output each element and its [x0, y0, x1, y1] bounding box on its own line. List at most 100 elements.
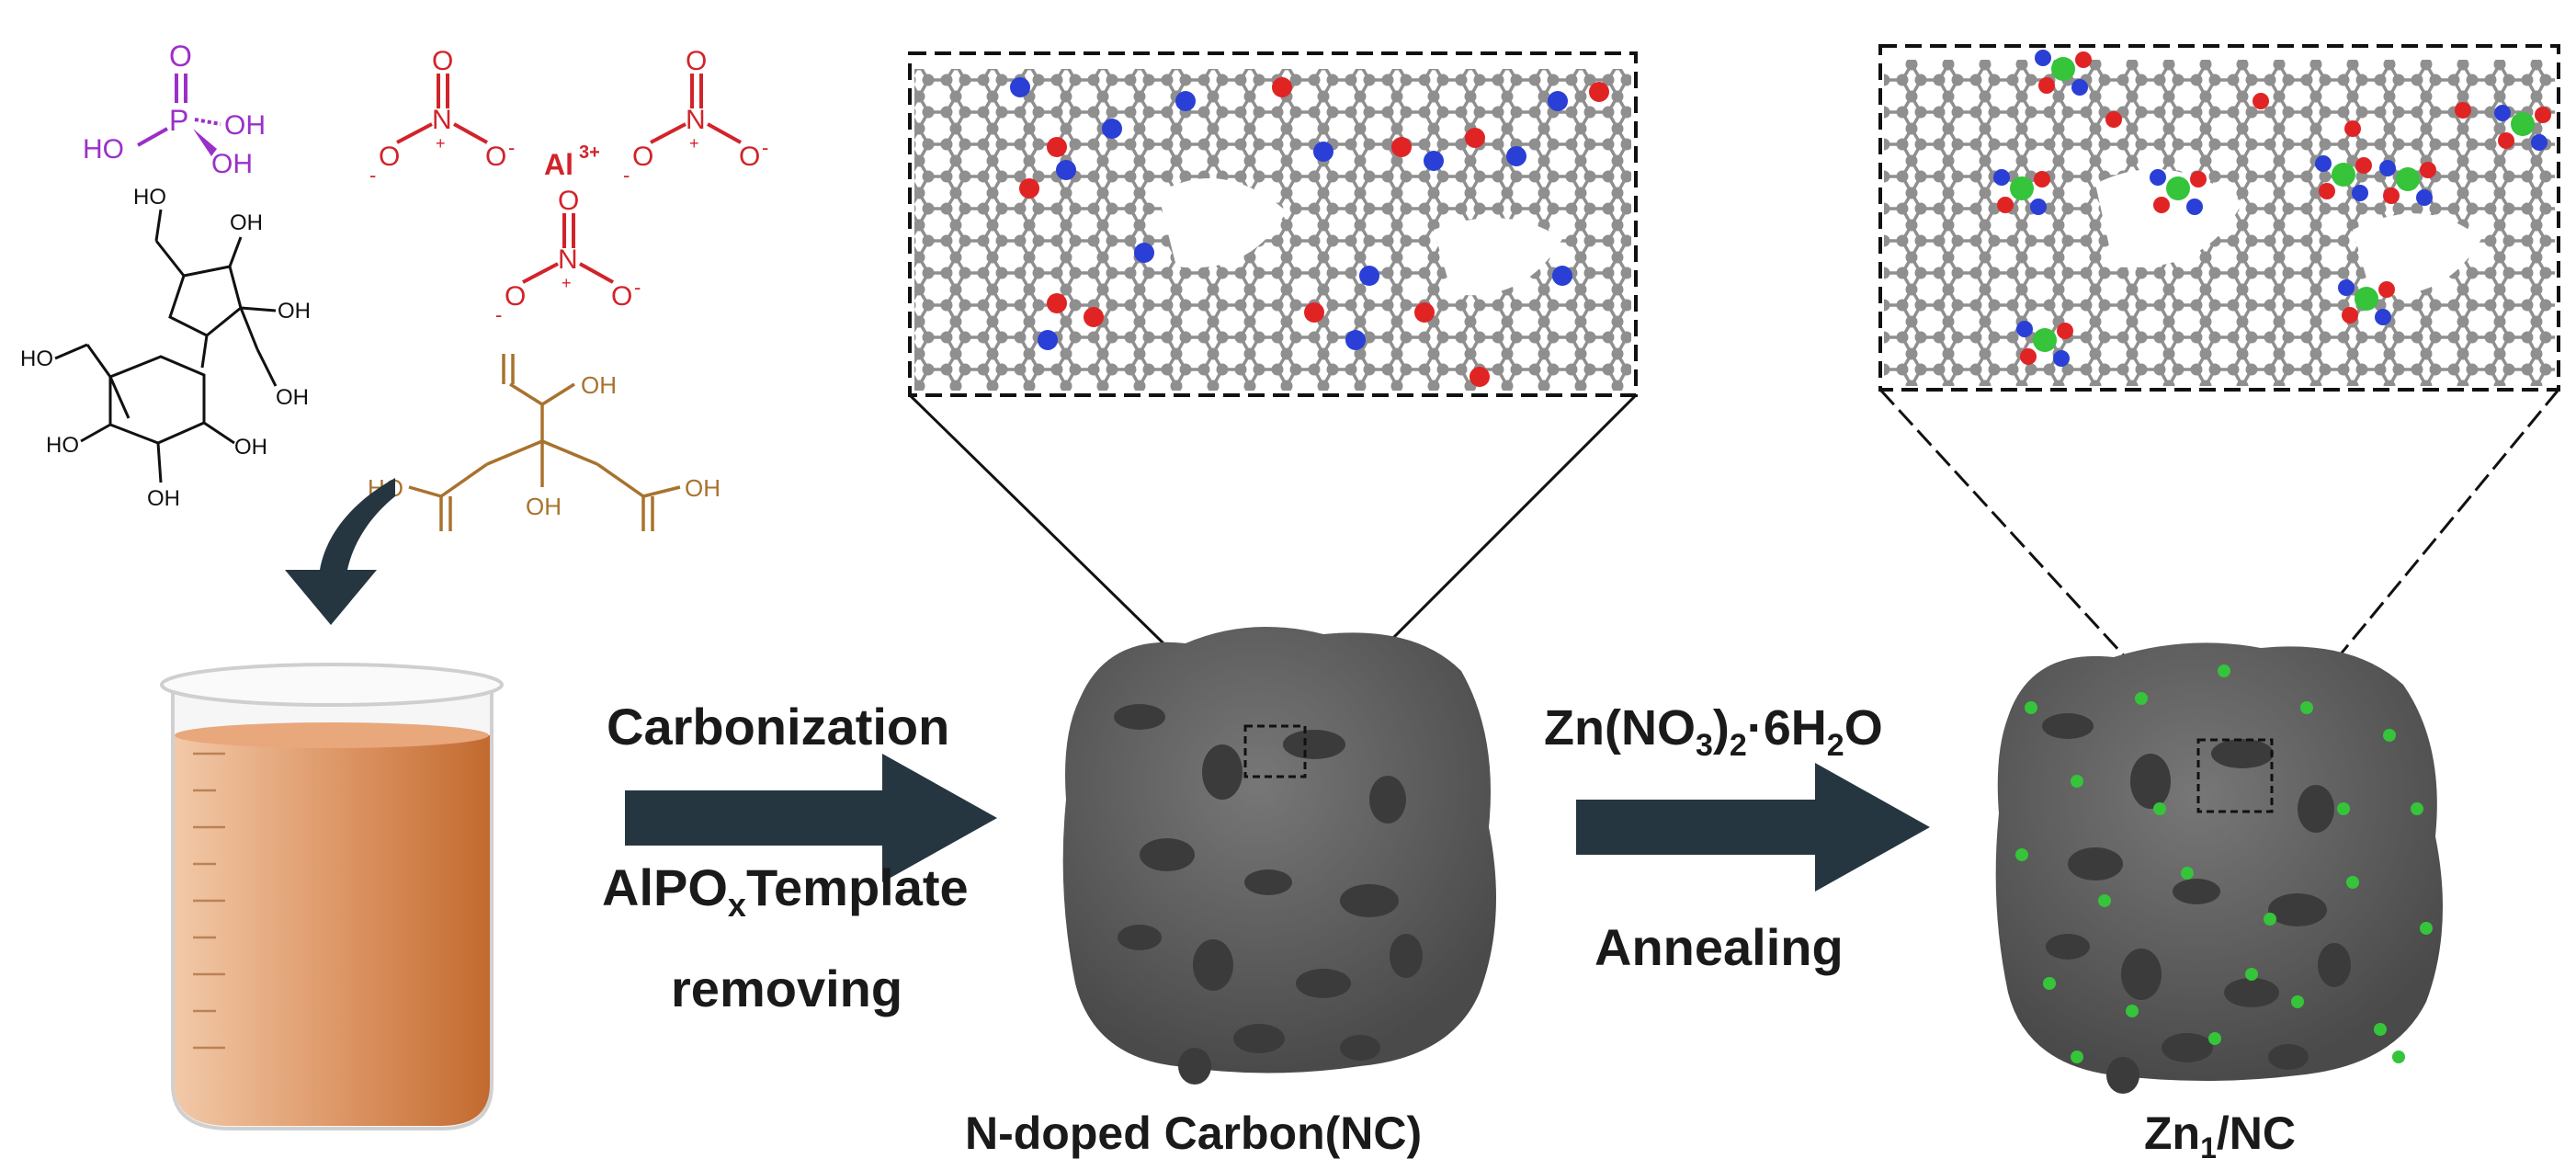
oxygen-atom [2383, 187, 2400, 204]
zn-zoom-inset [1878, 44, 2560, 742]
oxygen-atom [2355, 157, 2372, 174]
nitrogen-atom [1506, 146, 1526, 166]
step1-line3: removing [671, 960, 902, 1017]
zinc-atom-dot [2218, 665, 2230, 677]
nitrogen-atom [1102, 119, 1122, 139]
oxygen-atom [2344, 120, 2361, 137]
pore [1233, 1024, 1285, 1053]
oxygen-atom [2253, 93, 2269, 109]
nitrogen-atom [2416, 189, 2433, 206]
zn-atom-dots [2015, 665, 2433, 1063]
oxygen-atom [1589, 82, 1609, 102]
oxygen-atom [2342, 307, 2358, 324]
nitrate1-minus-left: - [369, 164, 376, 187]
zinc-atom-dot [2126, 1005, 2139, 1017]
sucrose-oh-4: OH [147, 486, 180, 511]
nitrate2-minus-left: - [623, 164, 630, 187]
oxygen-atom [2319, 183, 2335, 199]
zinc-atom-dot [2015, 848, 2028, 861]
pore [2162, 1033, 2213, 1062]
oxygen-atom [1019, 178, 1039, 199]
nc-product-label: N-doped Carbon(NC) [965, 1108, 1422, 1159]
step2-p1: Zn(NO [1544, 700, 1696, 755]
phosphoric-ho-label: HO [83, 134, 124, 165]
zn-nc-sub: 1 [2200, 1131, 2217, 1164]
zn-lattice [1884, 60, 2555, 386]
zinc-atom [2332, 163, 2355, 187]
nitrate2-o-left: O [632, 142, 653, 172]
nitrogen-atom [2352, 185, 2368, 201]
pore [1296, 969, 1351, 998]
zinc-atom [2010, 176, 2034, 200]
oxygen-atom [2105, 111, 2122, 128]
oxygen-atom [1414, 302, 1435, 323]
pore [1202, 744, 1243, 800]
step2-s1: 3 [1696, 728, 1713, 763]
zinc-atom-dot [2135, 692, 2148, 705]
nitrate1-o-right: O [485, 142, 506, 172]
zinc-atom-dot [2392, 1051, 2405, 1063]
oxygen-atom [1391, 137, 1412, 157]
nitrate2-o-right: O [739, 142, 760, 172]
pore [2173, 879, 2220, 904]
zinc-atom [2166, 176, 2190, 200]
nitrate3-o-right: O [611, 281, 632, 312]
zinc-atom-dot [2291, 995, 2304, 1008]
nitrogen-atom [1548, 91, 1568, 111]
nitrate2-minus-right: - [762, 136, 768, 159]
pore [1283, 730, 1345, 759]
nitrate3-n: N [558, 244, 578, 275]
oxygen-atom [1084, 307, 1104, 327]
step1-line2-rest: Template [746, 858, 969, 916]
nitrogen-atom [1134, 243, 1154, 263]
curved-down-arrow-icon [285, 478, 395, 625]
zinc-atom-dot [2098, 894, 2111, 907]
nitrogen-atom [1038, 330, 1058, 350]
oxygen-atom [2420, 162, 2436, 178]
zinc-atom-dot [2245, 968, 2258, 981]
nitrate1-n: N [432, 105, 452, 135]
zinc-atom-dot [2346, 876, 2359, 889]
zinc-atom [2355, 287, 2378, 311]
phosphoric-p-label: P [169, 104, 188, 137]
nitrate-structure-2: O N + O - O - [623, 46, 768, 187]
sucrose-oh-2: OH [278, 299, 311, 324]
nitrate1-o-left: O [379, 142, 400, 172]
nc-porous-carbon [1062, 627, 1496, 1085]
pore [1340, 1035, 1380, 1061]
zn-zoom-marker [2196, 738, 2274, 813]
oxygen-atom [1047, 137, 1067, 157]
zinc-atom-dot [2374, 1023, 2387, 1036]
oxygen-atom [2535, 107, 2551, 123]
nc-dopant-atoms [1010, 77, 1609, 387]
oxygen-atom [1997, 197, 2014, 213]
oxygen-atom [2190, 171, 2207, 187]
zn-nc-pores [2042, 713, 2351, 1094]
nitrate2-o-top: O [686, 46, 707, 76]
nc-pores [1114, 704, 1423, 1085]
citric-oh-right: OH [685, 474, 721, 502]
zinc-atom-dot [2208, 1032, 2221, 1045]
zinc-atom-dot [2181, 867, 2194, 880]
zinc-atom-dot [2071, 1051, 2083, 1063]
zinc-atom-dot [2071, 775, 2083, 788]
nitrate3-plus: + [562, 274, 572, 292]
oxygen-atom [1047, 293, 1067, 313]
zn-nc-product-label: Zn1/NC [2144, 1108, 2296, 1164]
zinc-atom-dot [2411, 802, 2423, 815]
oxygen-atom [2038, 77, 2055, 94]
pore [1340, 884, 1399, 917]
nitrate2-plus: + [689, 134, 699, 153]
nitrogen-atom [1993, 169, 2010, 186]
phosphoric-acid-structure: O P HO OH OH [83, 40, 266, 179]
nitrate1-o-top: O [432, 46, 453, 76]
sucrose-ho-2: HO [20, 346, 53, 371]
nitrogen-atom [1359, 266, 1379, 286]
nitrogen-atom [1424, 151, 1444, 171]
step2-line2: Annealing [1594, 918, 1844, 976]
sucrose-oh-1: OH [230, 210, 263, 235]
pore [2268, 1044, 2309, 1070]
oxygen-atom [1465, 128, 1485, 148]
pore [2211, 739, 2274, 768]
nitrogen-atom [1010, 77, 1030, 97]
